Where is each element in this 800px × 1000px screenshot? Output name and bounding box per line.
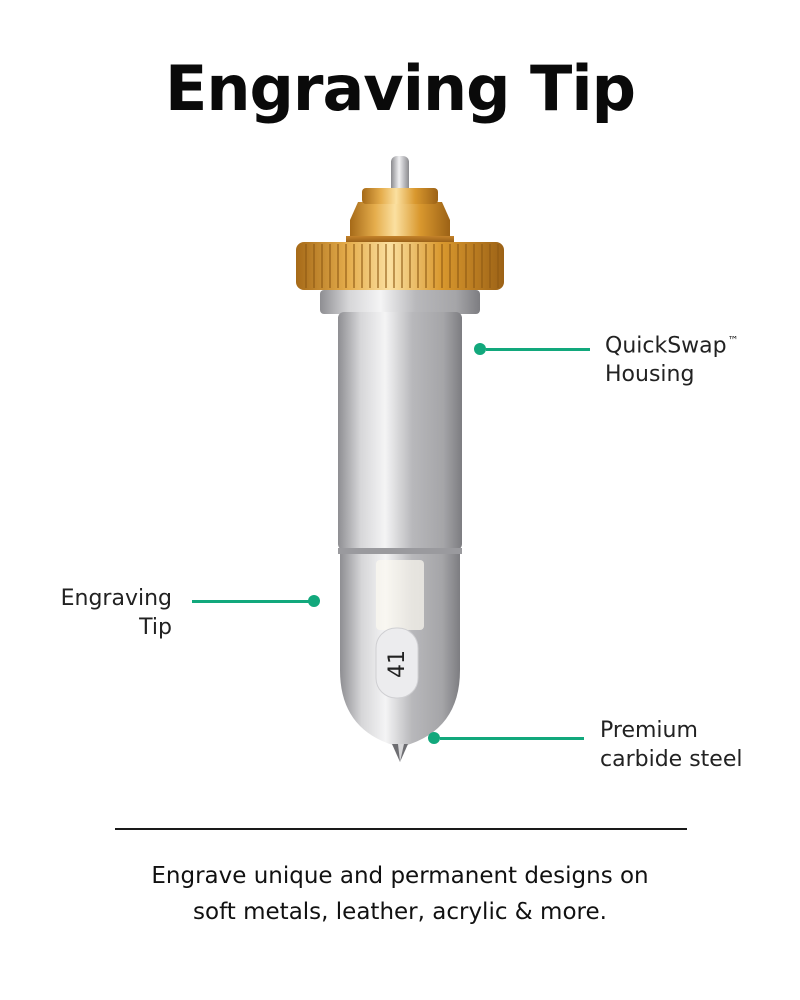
callout-dot-steel: [428, 732, 440, 744]
description-line-2: soft metals, leather, acrylic & more.: [193, 899, 607, 925]
callout-line-tip: [192, 600, 312, 603]
silver-flange: [320, 290, 480, 314]
callout-label-tip: Engraving Tip: [60, 586, 172, 640]
tip-number: 41: [385, 650, 410, 678]
callout-dot-tip: [308, 595, 320, 607]
gold-gear: [296, 242, 504, 290]
top-pin: [391, 156, 409, 194]
gold-collar: [350, 202, 450, 238]
engraving-tip-illustration: 41: [296, 156, 504, 762]
callout-dot-housing: [474, 343, 486, 355]
tip-number-badge: [375, 627, 419, 699]
callout-label-steel: Premium carbide steel: [600, 718, 743, 772]
page-title: Engraving Tip: [165, 52, 636, 125]
description-line-1: Engrave unique and permanent designs on: [151, 863, 649, 889]
housing-body: [338, 312, 462, 550]
description: Engrave unique and permanent designs on …: [0, 858, 800, 930]
callout-line-housing: [486, 348, 590, 351]
divider: [115, 828, 687, 830]
callout-line-steel: [440, 737, 584, 740]
callout-label-housing: QuickSwap™ Housing: [605, 333, 739, 388]
